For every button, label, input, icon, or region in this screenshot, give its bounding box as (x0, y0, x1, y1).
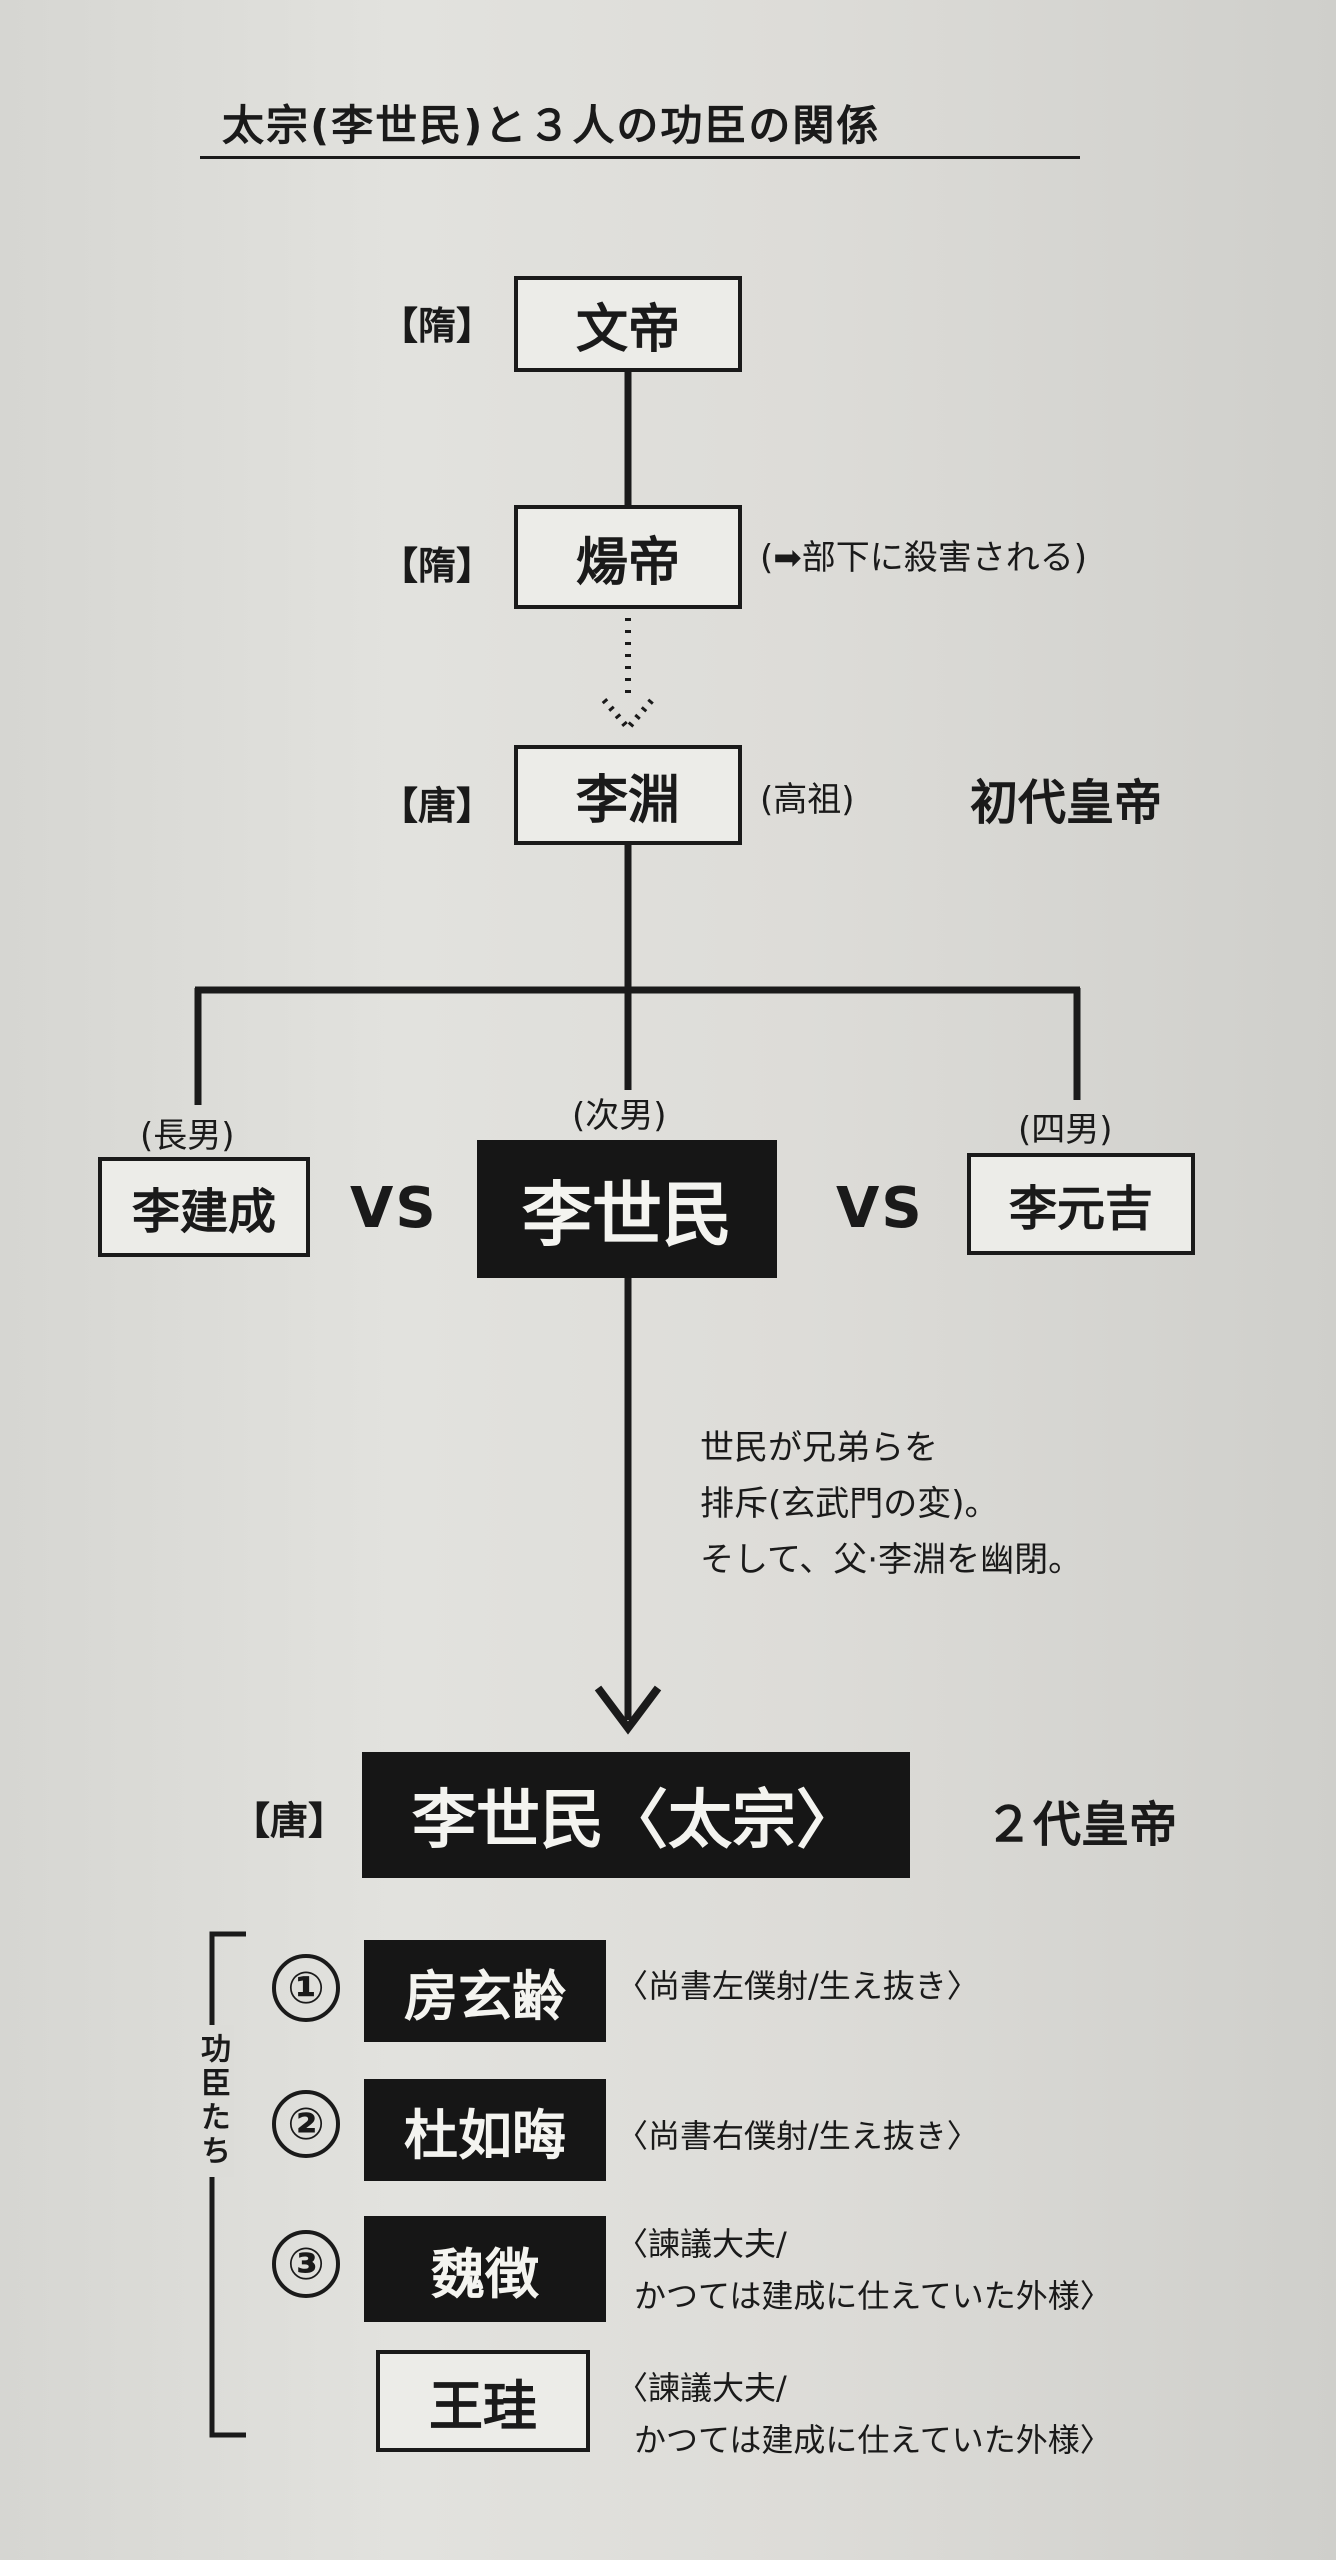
vassal-3-role: 〈諫議大夫/ かつては建成に仕えていた外様〉 (616, 2218, 1112, 2322)
fourth-name: 李元吉 (1008, 1181, 1153, 1237)
vassal-1-name: 房玄齢 (404, 1964, 566, 2028)
vassal-4-role: 〈諫議大夫/ かつては建成に仕えていた外様〉 (616, 2362, 1112, 2466)
eldest-name: 李建成 (131, 1184, 276, 1240)
yangdi-note: (➡部下に殺害される) (760, 538, 1088, 578)
first-emperor-label: 初代皇帝 (970, 775, 1163, 831)
arrow-head-solid (594, 1685, 662, 1735)
vassal-1-role: 〈尚書左僕射/生え抜き〉 (616, 1967, 979, 2005)
event-note-line-3: そして、父·李淵を幽閉。 (700, 1540, 1083, 1580)
vassals-label: 功臣たち (190, 2025, 234, 2177)
wendi-name: 文帝 (575, 299, 680, 360)
yangdi-name: 煬帝 (575, 532, 680, 593)
liyuan-note: (高祖) (760, 780, 855, 820)
arrow-head-dotted (601, 698, 655, 733)
second-son-box: 李世民 (477, 1140, 777, 1278)
eldest-tag: (長男) (140, 1116, 235, 1156)
yangdi-box: 煬帝 (514, 505, 742, 609)
dynasty-label-tang: 【唐】 (380, 784, 495, 828)
event-note-line-2: 排斥(玄武門の変)。 (700, 1484, 999, 1524)
vassal-2-role: 〈尚書右僕射/生え抜き〉 (616, 2117, 979, 2155)
vs-right: VS (836, 1176, 924, 1241)
event-note-line-1: 世民が兄弟らを (700, 1428, 938, 1468)
eldest-box: 李建成 (98, 1157, 310, 1257)
vassal-3-role-line-2: かつては建成に仕えていた外様〉 (634, 2277, 1112, 2315)
taizong-name: 李世民〈太宗〉 (412, 1784, 860, 1858)
liyuan-box: 李淵 (514, 745, 742, 845)
vassal-2-box: 杜如晦 (364, 2079, 606, 2181)
vassal-3-name: 魏徴 (431, 2242, 539, 2306)
diagram-title: 太宗(李世民)と３人の功臣の関係 (222, 101, 881, 150)
vassal-4-box: 王珪 (376, 2350, 590, 2452)
fourth-tag: (四男) (1018, 1110, 1113, 1150)
number-3: ③ (272, 2230, 340, 2298)
vs-left: VS (350, 1176, 438, 1241)
second-emperor-label: ２代皇帝 (985, 1797, 1178, 1853)
vassal-1-box: 房玄齢 (364, 1940, 606, 2042)
event-note: 世民が兄弟らを 排斥(玄武門の変)。 そして、父·李淵を幽閉。 (700, 1420, 1082, 1588)
vassal-4-role-line-2: かつては建成に仕えていた外様〉 (634, 2421, 1112, 2459)
second-son-name: 李世民 (522, 1173, 732, 1256)
wendi-box: 文帝 (514, 276, 742, 372)
vassals-bracket (209, 1931, 246, 2438)
vassal-3-box: 魏徴 (364, 2216, 606, 2322)
vassal-3-role-line-1: 〈諫議大夫/ (616, 2225, 787, 2263)
dynasty-label-tang-2: 【唐】 (232, 1799, 347, 1843)
vassal-4-name: 王珪 (429, 2374, 537, 2438)
fourth-box: 李元吉 (967, 1153, 1195, 1255)
taizong-box: 李世民〈太宗〉 (362, 1752, 910, 1878)
number-2: ② (272, 2090, 340, 2158)
vassal-4-role-line-1: 〈諫議大夫/ (616, 2369, 787, 2407)
dynasty-label-sui-2: 【隋】 (380, 544, 495, 588)
title-underline (200, 156, 1080, 159)
vassal-2-name: 杜如晦 (404, 2103, 566, 2167)
liyuan-name: 李淵 (575, 770, 680, 831)
second-tag: (次男) (572, 1096, 667, 1136)
dynasty-label-sui: 【隋】 (380, 304, 495, 348)
number-1: ① (272, 1954, 340, 2022)
